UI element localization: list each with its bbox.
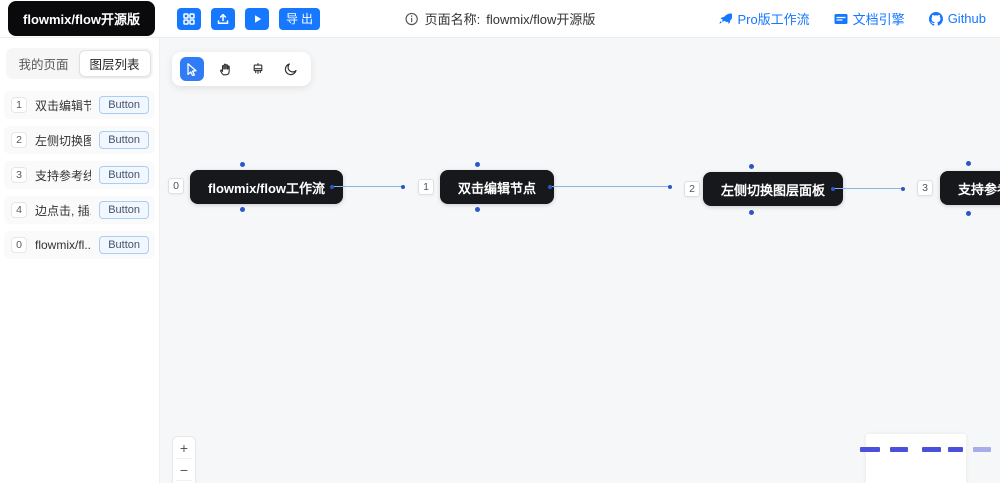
layer-row[interactable]: 3 支持参考线 Button xyxy=(4,161,155,189)
layer-label: 左侧切换图... xyxy=(35,133,92,148)
canvas-toolbar xyxy=(172,52,311,86)
layer-label: 支持参考线 xyxy=(35,168,92,183)
zoom-controls: + − xyxy=(172,436,196,483)
run-button[interactable] xyxy=(245,7,270,30)
page-name-label: 页面名称: xyxy=(424,12,481,27)
info-icon xyxy=(405,12,419,26)
layer-list: 1 双击编辑节点 Button 2 左侧切换图... Button 3 支持参考… xyxy=(0,91,159,259)
app-title: flowmix/flow开源版 xyxy=(8,1,156,36)
upload-icon xyxy=(216,12,230,26)
export-button[interactable]: 导出 xyxy=(279,7,321,30)
dashed-guide-segment xyxy=(948,447,963,452)
github-icon xyxy=(928,11,943,26)
flow-node[interactable]: 左侧切换图层面板 xyxy=(703,172,844,206)
node-handle-top[interactable] xyxy=(475,162,480,167)
github-link[interactable]: Github xyxy=(928,11,986,26)
brush-icon xyxy=(251,62,265,76)
top-header: flowmix/flow开源版 导出 xyxy=(0,0,1000,38)
dark-mode-button[interactable] xyxy=(279,57,303,81)
play-icon xyxy=(250,12,264,26)
layer-index-badge: 4 xyxy=(11,202,27,218)
flow-edge[interactable] xyxy=(831,186,905,191)
sidebar-tabs: 我的页面 图层列表 xyxy=(6,48,153,79)
layer-row[interactable]: 0 flowmix/fl... Button xyxy=(4,231,155,259)
dashed-guide-segment xyxy=(973,447,991,452)
divider xyxy=(176,480,192,481)
dashed-guide-segment xyxy=(860,447,880,452)
layer-type-badge: Button xyxy=(99,236,149,254)
layer-type-badge: Button xyxy=(99,131,149,149)
dashed-guide-segment xyxy=(922,447,941,452)
layer-index-badge: 0 xyxy=(11,237,27,253)
node-order-badge: 2 xyxy=(684,181,700,197)
node-handle-top[interactable] xyxy=(240,162,245,167)
node-order-badge: 1 xyxy=(418,179,434,195)
select-tool-button[interactable] xyxy=(180,57,204,81)
header-links: Pro版工作流 文档引擎 Github xyxy=(718,9,986,28)
pro-workflow-link[interactable]: Pro版工作流 xyxy=(718,9,810,28)
node-order-badge: 3 xyxy=(917,180,933,196)
flow-node[interactable]: flowmix/flow工作流 xyxy=(190,170,344,204)
dashed-guide-segment xyxy=(890,447,908,452)
clear-canvas-button[interactable] xyxy=(246,57,270,81)
page-name: 页面名称: flowmix/flow开源版 xyxy=(405,9,596,28)
github-label: Github xyxy=(947,11,986,26)
main-layout: 我的页面 图层列表 1 双击编辑节点 Button 2 左侧切换图... But… xyxy=(0,38,1000,483)
sidebar: 我的页面 图层列表 1 双击编辑节点 Button 2 左侧切换图... But… xyxy=(0,38,160,483)
page-name-value: flowmix/flow开源版 xyxy=(486,12,596,27)
flow-edge[interactable] xyxy=(548,184,672,189)
flow-canvas[interactable]: 0 flowmix/flow工作流 1 双击编辑节点 2 左侧切换图层面板 3 … xyxy=(160,38,1000,483)
moon-icon xyxy=(284,62,298,76)
node-handle-top[interactable] xyxy=(966,161,971,166)
layer-label: 边点击, 插... xyxy=(35,203,91,218)
node-handle-bottom[interactable] xyxy=(240,207,245,212)
hand-icon xyxy=(218,62,232,76)
layer-type-badge: Button xyxy=(99,201,149,219)
layer-type-badge: Button xyxy=(99,96,149,114)
doc-engine-link[interactable]: 文档引擎 xyxy=(834,9,905,28)
layer-label: flowmix/fl... xyxy=(35,238,92,252)
zoom-in-button[interactable]: + xyxy=(179,439,189,456)
flow-node[interactable]: 双击编辑节点 xyxy=(440,170,555,204)
export-label: 导出 xyxy=(286,12,317,26)
document-icon xyxy=(834,13,848,25)
layer-row[interactable]: 2 左侧切换图... Button xyxy=(4,126,155,154)
zoom-out-button[interactable]: − xyxy=(179,461,189,478)
node-order-badge: 0 xyxy=(168,178,184,194)
tab-my-pages[interactable]: 我的页面 xyxy=(18,58,69,72)
pan-tool-button[interactable] xyxy=(213,57,237,81)
cursor-icon xyxy=(185,62,199,76)
header-toolbar: 导出 xyxy=(177,7,321,30)
layer-label: 双击编辑节点 xyxy=(35,98,92,113)
tab-layer-list[interactable]: 图层列表 xyxy=(78,50,151,77)
divider xyxy=(176,458,192,459)
node-handle-bottom[interactable] xyxy=(475,207,480,212)
layout-button[interactable] xyxy=(177,7,202,30)
layer-type-badge: Button xyxy=(99,166,149,184)
grid-icon xyxy=(182,12,196,26)
node-handle-bottom[interactable] xyxy=(749,210,754,215)
rocket-icon xyxy=(718,12,733,26)
node-handle-top[interactable] xyxy=(749,164,754,169)
pro-workflow-label: Pro版工作流 xyxy=(737,12,810,27)
layer-index-badge: 2 xyxy=(11,132,27,148)
node-handle-bottom[interactable] xyxy=(966,211,971,216)
upload-button[interactable] xyxy=(211,7,236,30)
layer-index-badge: 3 xyxy=(11,167,27,183)
layer-index-badge: 1 xyxy=(11,97,27,113)
layer-row[interactable]: 4 边点击, 插... Button xyxy=(4,196,155,224)
flow-node[interactable]: 支持参考线 xyxy=(940,171,1000,205)
doc-engine-label: 文档引擎 xyxy=(852,12,905,27)
flow-edge[interactable] xyxy=(330,184,405,189)
layer-row[interactable]: 1 双击编辑节点 Button xyxy=(4,91,155,119)
minimap[interactable] xyxy=(866,434,966,483)
